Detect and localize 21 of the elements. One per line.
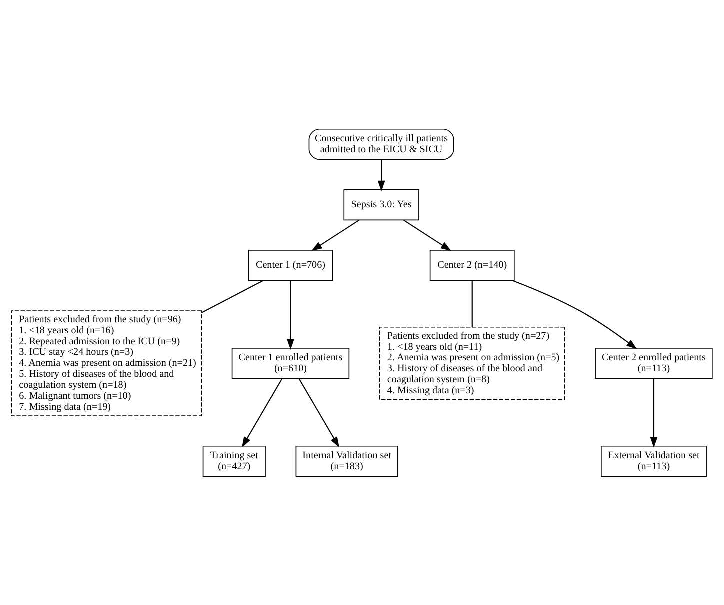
node-box: Center 2 (n=140) (430, 250, 515, 281)
node-box: Training set (n=427) (202, 445, 266, 477)
arrow (378, 159, 386, 191)
node-box: External Validation set (n=113) (601, 445, 707, 477)
node-box: Center 2 enrolled patients (n=113) (595, 347, 713, 379)
node-box: Consecutive critically ill patients admitted to the EICU & SICU (308, 128, 454, 160)
node-box: Sepsis 3.0: Yes (344, 188, 420, 220)
node-box: Patients excluded from the study (n=96) 1. <18 years old (n=16) 2. Repeated admission to the ICU (n=9) 3. ICU stay <24 hours (n=3) 4. Anemia was present on admission (n=21) 5. History of diseases of the blood and coagulation system (n=18) 6. Malignant tumors (n=10) 7. Missing data (n=19) (11, 310, 202, 416)
node-box: Patients excluded from the study (n=27) 1. <18 years old (n=11) 2. Anemia was present on admission (n=5) 3. History of diseases of the blood and coagulation system (n=8) 4. Missing data (n=3) (379, 326, 566, 400)
connector (472, 280, 473, 327)
arrow (650, 378, 658, 448)
arrow (242, 378, 283, 448)
arrow (403, 219, 452, 251)
arrow (512, 280, 638, 349)
arrow (287, 280, 294, 350)
node-box: Center 1 (n=706) (248, 250, 334, 281)
node-box: Internal Validation set (n=183) (296, 445, 398, 477)
connector (201, 280, 264, 313)
node-box: Center 1 enrolled patients (n=610) (232, 347, 350, 379)
arrow (312, 219, 360, 251)
arrow (298, 378, 340, 448)
